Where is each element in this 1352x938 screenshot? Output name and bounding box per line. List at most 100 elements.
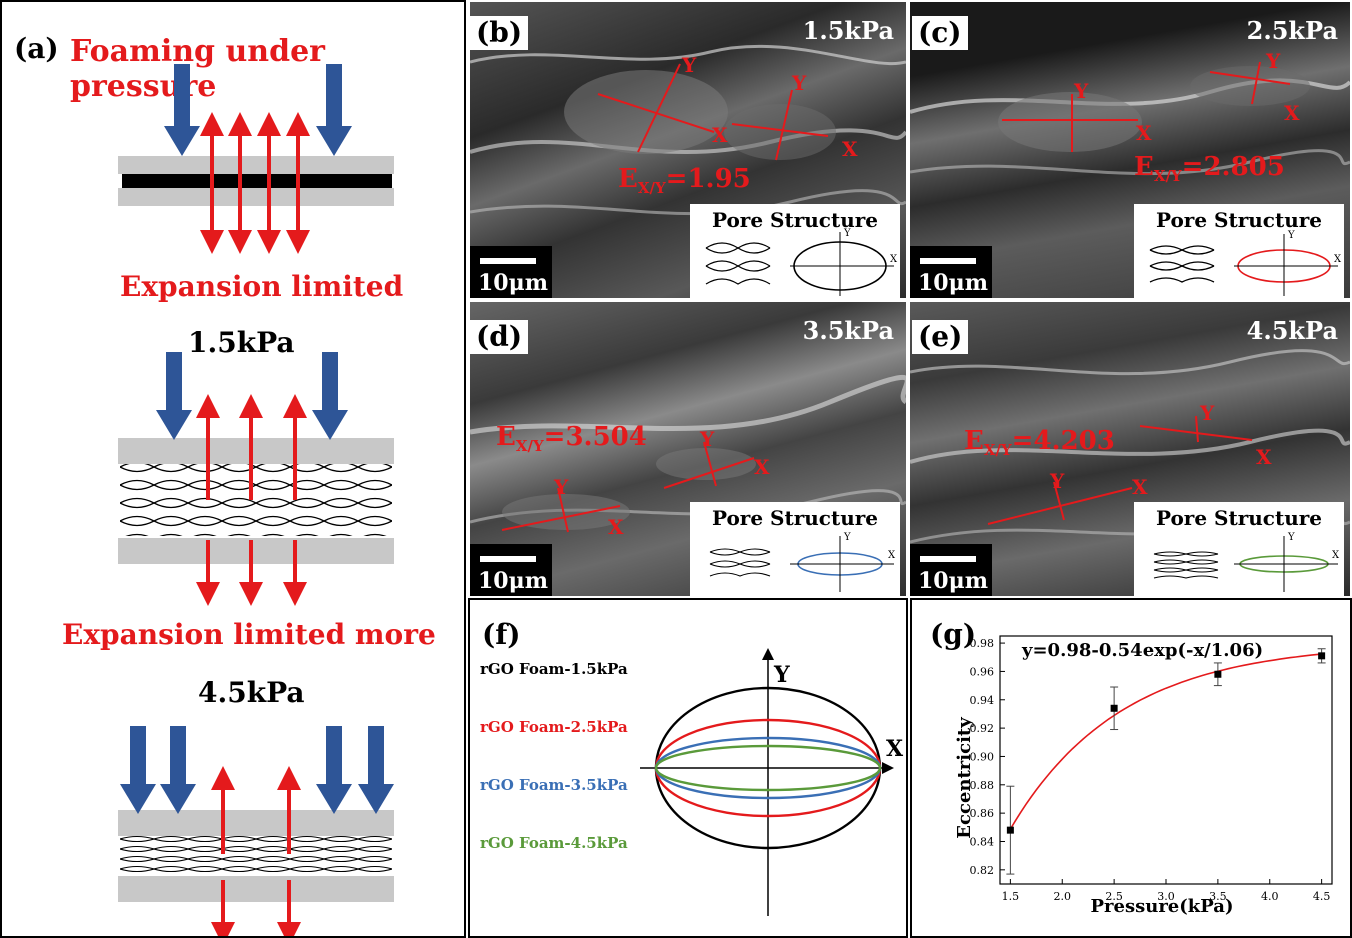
svg-text:Y: Y xyxy=(1287,532,1295,543)
foaming-schematic-3 xyxy=(118,726,394,936)
y-tick-label: 0.86 xyxy=(970,807,995,820)
svg-text:Y: Y xyxy=(843,532,851,543)
expansion-arrows xyxy=(211,766,301,936)
y-tick-label: 0.96 xyxy=(970,665,995,678)
svg-text:X: X xyxy=(1334,254,1342,265)
pressure-label: 3.5kPa xyxy=(802,316,894,345)
plot-frame xyxy=(999,635,1333,885)
plate-bottom xyxy=(118,876,394,902)
panel-b-label: (b) xyxy=(470,16,529,50)
data-point xyxy=(1006,826,1014,834)
foaming-schematic-2 xyxy=(118,352,394,606)
panel-g-label: (g) xyxy=(930,618,977,651)
panel-d: X Y X Y (d) 3.5kPa EX/Y=3.504 10μm Pore … xyxy=(470,302,906,596)
sem-texture: X Y X Y xyxy=(470,44,906,216)
plate-top xyxy=(118,810,394,836)
inset-title: Pore Structure xyxy=(1155,208,1323,232)
legend-item-4-5kpa: rGO Foam-4.5kPa xyxy=(480,834,628,852)
inset-title: Pore Structure xyxy=(1155,506,1323,530)
eccentricity-ratio: EX/Y=2.805 xyxy=(1134,152,1285,186)
x-tick-label: 3.0 xyxy=(1157,890,1175,903)
pore-diagram: XY xyxy=(1149,230,1342,296)
expansion-arrows xyxy=(200,112,310,254)
x-marker: X xyxy=(608,515,624,539)
pressure-arrows xyxy=(120,726,394,814)
sem-texture: X Y X Y xyxy=(470,375,906,539)
fit-equation: y=0.98-0.54exp(-x/1.06) xyxy=(1021,640,1263,661)
svg-text:Y: Y xyxy=(843,228,851,239)
plate-bottom xyxy=(118,188,394,206)
svg-text:X: X xyxy=(890,254,898,265)
expansion-limited-label: Expansion limited xyxy=(120,270,404,303)
x-tick-label: 2.0 xyxy=(1054,890,1072,903)
svg-text:X: X xyxy=(888,550,896,561)
x-marker: X xyxy=(842,137,858,161)
y-tick-label: 0.94 xyxy=(970,694,995,707)
pore-diagram: XY xyxy=(709,532,896,592)
expansion-limited-more-label: Expansion limited more xyxy=(62,618,436,651)
panel-a-label: (a) xyxy=(14,32,59,65)
plate-top xyxy=(118,438,394,464)
panel-f-label: (f) xyxy=(482,618,521,651)
legend-item-1-5kpa: rGO Foam-1.5kPa xyxy=(480,660,628,678)
x-tick-label: 3.5 xyxy=(1209,890,1227,903)
y-tick-label: 0.92 xyxy=(970,722,995,735)
inset-title: Pore Structure xyxy=(711,506,879,530)
y-tick-label: 0.88 xyxy=(970,779,995,792)
x-tick-label: 4.5 xyxy=(1313,890,1331,903)
data-point xyxy=(1110,704,1118,712)
pressure-2-label: 4.5kPa xyxy=(198,676,305,709)
legend-item-2-5kpa: rGO Foam-2.5kPa xyxy=(480,718,628,736)
legend: rGO Foam-1.5kPa rGO Foam-2.5kPa rGO Foam… xyxy=(480,660,628,892)
plate-top xyxy=(118,156,394,174)
pressure-arrows xyxy=(156,352,348,440)
y-axis-letter: Y xyxy=(773,662,790,688)
scale-bar: 10μm xyxy=(910,544,992,596)
foaming-schematic-1 xyxy=(118,64,394,254)
svg-text:X: X xyxy=(1332,550,1340,561)
data-point xyxy=(1318,652,1326,660)
pressure-label: 4.5kPa xyxy=(1246,316,1338,345)
panel-g: (g) y=0.98-0.54exp(-x/1.06) Pressure(kPa… xyxy=(910,598,1352,938)
scale-bar: 10μm xyxy=(910,246,992,298)
panel-c: X Y X Y (c) 2.5kPa EX/Y=2.805 10μm Pore … xyxy=(910,2,1350,298)
pressure-label: 2.5kPa xyxy=(1246,16,1338,45)
sem-texture: X Y X Y xyxy=(910,49,1350,176)
x-axis-letter: X xyxy=(886,736,904,762)
y-marker: Y xyxy=(681,53,697,77)
pressure-arrows xyxy=(164,64,352,156)
x-marker: X xyxy=(1284,101,1300,125)
ellipse-4-5kpa xyxy=(654,744,882,792)
x-tick-label: 2.5 xyxy=(1105,890,1123,903)
x-marker: X xyxy=(754,455,770,479)
eccentricity-chart: y=0.98-0.54exp(-x/1.06) Pressure(kPa) Ec… xyxy=(954,635,1333,917)
fit-curve xyxy=(1009,653,1322,830)
panel-c-label: (c) xyxy=(912,16,968,50)
y-tick-label: 0.82 xyxy=(970,864,995,877)
panel-e-label: (e) xyxy=(912,320,969,354)
svg-text:Y: Y xyxy=(1287,230,1295,241)
x-tick-label: 4.0 xyxy=(1261,890,1279,903)
pore-diagram: XY xyxy=(1153,532,1340,592)
plate-bottom xyxy=(118,538,394,564)
y-tick-label: 0.90 xyxy=(970,750,995,763)
legend-item-3-5kpa: rGO Foam-3.5kPa xyxy=(480,776,628,794)
eccentricity-ratio: EX/Y=1.95 xyxy=(618,164,751,198)
inset-title: Pore Structure xyxy=(711,208,879,232)
panel-e: X Y X Y (e) 4.5kPa EX/Y=4.203 10μm Pore … xyxy=(910,302,1350,596)
y-marker: Y xyxy=(1265,49,1281,73)
panel-d-label: (d) xyxy=(470,320,529,354)
panel-a: (a) Foaming under pressure Expansion lim… xyxy=(0,0,466,938)
y-tick-label: 0.98 xyxy=(970,637,995,650)
y-marker: Y xyxy=(699,427,715,451)
y-axis-label: Eccentricity xyxy=(954,717,975,839)
x-marker: X xyxy=(1136,121,1152,145)
data-point xyxy=(1214,670,1222,678)
y-marker: Y xyxy=(1049,469,1065,493)
y-tick-label: 0.84 xyxy=(970,835,995,848)
x-marker: X xyxy=(712,123,728,147)
panel-f: (f) rGO Foam-1.5kPa rGO Foam-2.5kPa rGO … xyxy=(468,598,908,938)
